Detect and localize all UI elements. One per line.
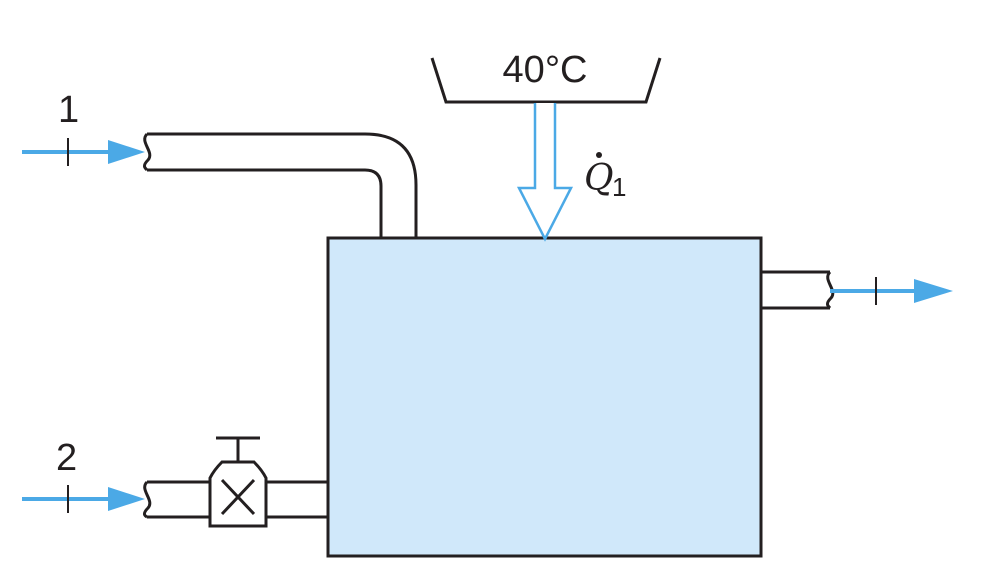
- inlet-arrow-1: [22, 138, 145, 166]
- gate-valve-icon: [208, 436, 268, 528]
- heat-rate-label: Q 1: [584, 152, 626, 202]
- outlet-pipe: [761, 270, 835, 310]
- heat-source-reservoir: [430, 57, 662, 104]
- heat-symbol: Q: [584, 158, 614, 199]
- outlet-arrow: [830, 277, 953, 305]
- tank: [326, 236, 763, 558]
- inlet-pipe-2: [143, 480, 328, 519]
- label-inlet-1: 1: [58, 89, 79, 131]
- inlet-arrow-2: [22, 485, 145, 513]
- label-inlet-2: 2: [56, 437, 77, 479]
- inlet-pipe-1: [143, 132, 418, 238]
- time-derivative-dot: [596, 152, 602, 158]
- hollow-down-arrow-icon: [516, 103, 574, 242]
- heat-subscript: 1: [612, 172, 626, 202]
- label-source-temperature: 40°C: [503, 49, 588, 91]
